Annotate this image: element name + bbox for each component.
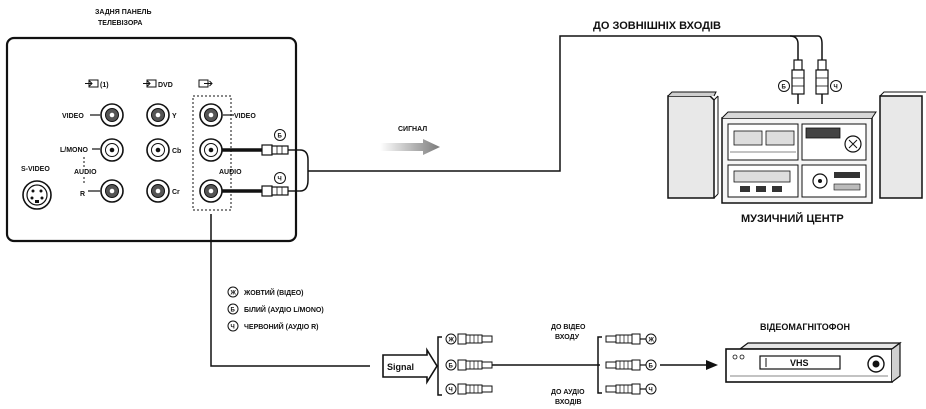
right-speaker <box>879 91 926 199</box>
jack-y <box>146 103 170 127</box>
legend-text: ЖОВТИЙ (ВІДЕО) <box>243 288 304 297</box>
music-badge-red <box>830 80 842 92</box>
output-icon <box>198 79 213 88</box>
plug-letter: Ч <box>649 388 653 394</box>
red-plug-tv <box>222 185 300 197</box>
tv-panel-title-line2: ТЕЛЕВІЗОРА <box>98 20 142 27</box>
audio-out-label: AUDIO <box>219 169 242 176</box>
svideo-label: S-VIDEO <box>21 166 50 173</box>
left-bracket <box>437 336 442 396</box>
vcr-device <box>725 341 902 383</box>
jack-audio-l-out <box>199 138 223 162</box>
badge-red <box>274 172 286 184</box>
music-badge-white <box>778 80 790 92</box>
plug-letter: Б <box>649 364 654 370</box>
vcr-label: ВІДЕОМАГНІТОФОН <box>760 322 850 332</box>
r-label: R <box>80 191 85 198</box>
plug-letter: Б <box>449 364 454 370</box>
input1-label: (1) <box>100 82 109 89</box>
white-plug-tv <box>222 144 300 156</box>
signal-box-label: Signal <box>387 362 414 372</box>
signal-box <box>382 347 438 385</box>
right-plug-row <box>605 359 657 371</box>
cb-label: Cb <box>172 148 181 155</box>
lmono-label: L/MONO <box>60 147 89 154</box>
y-label: Y <box>172 113 177 120</box>
badge-white <box>274 129 286 141</box>
input-icon <box>143 79 157 88</box>
video-out-label: VIDEO <box>234 113 256 120</box>
to-video-label-1: ДО ВІДЕО <box>551 324 586 331</box>
jack-cr <box>146 179 170 203</box>
tv-panel-frame <box>5 36 298 243</box>
stereo-unit <box>721 111 877 204</box>
jack-audio-r-out <box>199 179 223 203</box>
signal-arrow <box>380 139 440 155</box>
audio-label: AUDIO <box>74 169 97 176</box>
left-speaker <box>667 91 719 199</box>
legend-letter: Ч <box>231 325 235 331</box>
plug-letter: Ч <box>449 388 453 394</box>
right-plug-row <box>605 383 657 395</box>
vhs-label: VHS <box>790 358 809 368</box>
cr-label: Cr <box>172 189 180 196</box>
left-plug-row <box>445 383 493 395</box>
legend-text: ЧЕРВОНИЙ (АУДІО R) <box>244 322 318 331</box>
left-plug-row <box>445 359 493 371</box>
jack-cb <box>146 138 170 162</box>
tv-panel-title-line1: ЗАДНЯ ПАНЕЛЬ <box>95 9 151 16</box>
legend-text: БІЛИЙ (АУДІО L/MONO) <box>244 305 324 314</box>
music-center-label: МУЗИЧНИЙ ЦЕНТР <box>741 212 844 225</box>
legend-letter: Ж <box>230 291 237 297</box>
to-audio-label-1: ДО АУДІО <box>551 389 585 396</box>
jack-video-in <box>100 103 124 127</box>
arrow-to-vcr <box>660 360 718 370</box>
jack-video-out <box>199 103 223 127</box>
color-legend: Ж ЖОВТИЙ (ВІДЕО) Б БІЛИЙ (АУДІО L/MONO) … <box>227 286 324 332</box>
music-badge-white-letter: Б <box>782 85 787 91</box>
vcr-section: Signal Ж Б <box>382 322 902 406</box>
music-center: ДО ЗОВНІШНІХ ВХОДІВ Б Ч <box>593 20 926 225</box>
legend-letter: Б <box>231 308 236 314</box>
music-plug-white <box>791 59 805 104</box>
plug-letter: Ж <box>648 338 655 344</box>
to-audio-label-2: ВХОДІВ <box>555 399 582 406</box>
music-badge-red-letter: Ч <box>834 85 838 91</box>
badge-red-letter: Ч <box>278 177 282 183</box>
right-plug-row <box>605 333 657 345</box>
to-external-label: ДО ЗОВНІШНІХ ВХОДІВ <box>593 20 721 32</box>
badge-white-letter: Б <box>278 134 283 140</box>
right-bracket <box>597 336 602 394</box>
tv-back-panel: ЗАДНЯ ПАНЕЛЬ ТЕЛЕВІЗОРА (1) DVD VIDEO L/… <box>5 9 300 243</box>
signal-top-label: СИГНАЛ <box>398 126 427 133</box>
input-icon <box>85 79 99 88</box>
to-video-label-2: ВХОДУ <box>555 334 580 341</box>
music-plug-red <box>815 59 829 104</box>
video-label: VIDEO <box>62 113 84 120</box>
jack-audio-l-in <box>100 138 124 162</box>
dvd-label: DVD <box>158 82 173 89</box>
left-plug-row <box>445 333 493 345</box>
svideo-jack <box>22 180 52 210</box>
plug-letter: Ж <box>448 338 455 344</box>
jack-audio-r-in <box>100 179 124 203</box>
